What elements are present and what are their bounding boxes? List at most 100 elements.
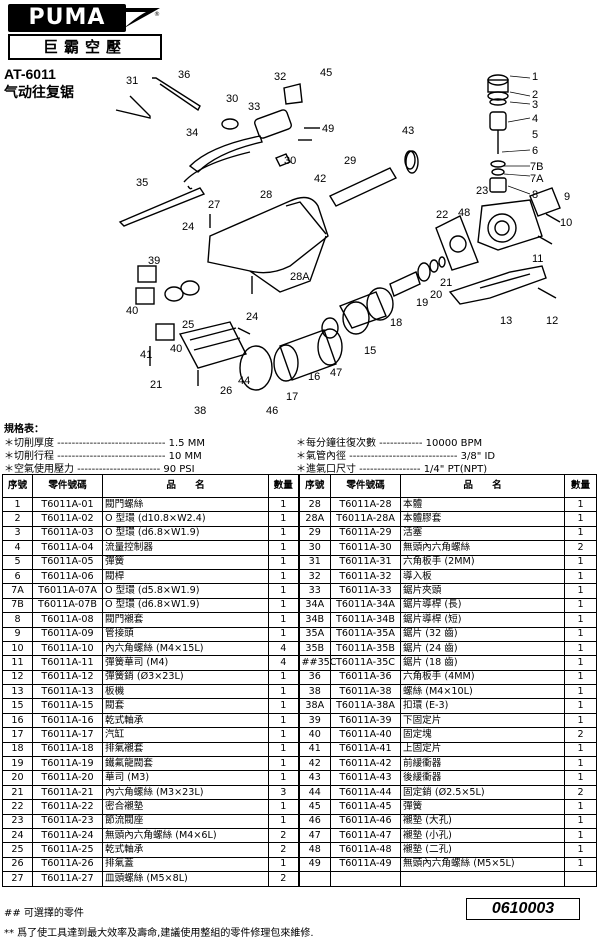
cell-description: 鋸片 (32 齒) (400, 626, 565, 642)
callout-29: 29 (344, 155, 356, 167)
cell-no: 44 (297, 784, 331, 801)
callout-1: 1 (532, 71, 538, 83)
cell-description: 彈簧銷 (Ø3×23L) (102, 669, 269, 686)
cell-qty: 1 (564, 684, 597, 700)
cell-qty: 1 (268, 525, 299, 542)
cell-description: 無頭內六角螺絲 (400, 540, 565, 556)
cell-qty: 1 (564, 655, 597, 671)
cell-no: 29 (297, 525, 331, 542)
cell-part-number: T6011A-41 (330, 741, 401, 758)
cell-no: 25 (2, 842, 33, 858)
callout-20: 20 (430, 289, 442, 301)
col-part-number: 零件號碼 (330, 474, 401, 498)
cell-no (297, 871, 331, 887)
cell-qty: 1 (564, 842, 597, 858)
cell-part-number: T6011A-21 (32, 784, 103, 801)
cell-part-number: T6011A-29 (330, 525, 401, 542)
cell-no: 17 (2, 727, 33, 743)
cell-description: O 型環 (d10.8×W2.4) (102, 511, 269, 527)
cell-qty: 1 (268, 583, 299, 599)
callout-16: 16 (308, 371, 320, 383)
cell-qty: 1 (268, 612, 299, 628)
cell-qty: 3 (268, 784, 299, 801)
cell-part-number: T6011A-12 (32, 669, 103, 686)
col-qty: 數量 (268, 474, 299, 498)
col-part-number: 零件號碼 (32, 474, 103, 498)
cell-qty: 1 (268, 626, 299, 642)
cell-part-number: T6011A-03 (32, 525, 103, 542)
cell-description: 前緩衝器 (400, 756, 565, 772)
cell-description: 上固定片 (400, 741, 565, 758)
cell-no: 10 (2, 640, 33, 657)
cell-no: 49 (297, 856, 331, 873)
cell-part-number: T6011A-40 (330, 727, 401, 743)
cell-part-number: T6011A-35C (330, 655, 401, 671)
cell-no: 30 (297, 540, 331, 556)
cell-part-number: T6011A-20 (32, 770, 103, 786)
callout-40b: 40 (170, 343, 182, 355)
cell-no: 3 (2, 525, 33, 542)
cell-qty: 1 (268, 770, 299, 786)
cell-no: 22 (2, 799, 33, 815)
cell-no: 35B (297, 640, 331, 657)
cell-description: 無頭內六角螺絲 (M4×6L) (102, 827, 269, 844)
callout-11: 11 (532, 253, 543, 265)
cell-description: 扣環 (E-3) (400, 698, 565, 714)
optional-parts-note: ## 可選擇的零件 (4, 908, 84, 919)
cell-part-number: T6011A-49 (330, 856, 401, 873)
callout-27: 27 (208, 199, 220, 211)
col-qty: 數量 (564, 474, 597, 498)
callout-12: 12 (546, 315, 558, 327)
cell-no: 33 (297, 583, 331, 599)
cell-no: 48 (297, 842, 331, 858)
callout-6: 6 (532, 145, 538, 157)
cell-qty: 1 (564, 568, 597, 585)
cell-part-number: T6011A-38 (330, 684, 401, 700)
cell-qty: 1 (564, 612, 597, 628)
callout-45: 45 (320, 67, 332, 79)
cell-qty: 2 (268, 842, 299, 858)
cell-description: 襯墊 (二孔) (400, 842, 565, 858)
cell-part-number: T6011A-38A (330, 698, 401, 714)
cell-qty: 1 (564, 640, 597, 657)
cell-part-number: T6011A-25 (32, 842, 103, 858)
cell-part-number: T6011A-28 (330, 496, 401, 513)
cell-description: 內六角螺絲 (M3×23L) (102, 784, 269, 801)
cell-qty: 1 (268, 698, 299, 714)
cell-qty: 1 (268, 496, 299, 513)
cell-part-number: T6011A-28A (330, 511, 401, 527)
spec-title: 規格表： (4, 424, 44, 435)
cell-qty: 1 (564, 712, 597, 729)
cell-part-number: T6011A-39 (330, 712, 401, 729)
cell-qty: 1 (564, 856, 597, 873)
spec-air-pressure: ＊空氣使用壓力 ----------------------- 90 PSI (4, 464, 195, 475)
callout-22: 22 (436, 209, 448, 221)
cell-description: 本體膠套 (400, 511, 565, 527)
cell-qty: 1 (564, 827, 597, 844)
cell-no: 32 (297, 568, 331, 585)
callout-10: 10 (560, 217, 572, 229)
cell-description: 板機 (102, 684, 269, 700)
cell-part-number: T6011A-30 (330, 540, 401, 556)
cell-description: 乾式軸承 (102, 712, 269, 729)
cell-part-number: T6011A-42 (330, 756, 401, 772)
cell-description: 鋸片 (24 齒) (400, 640, 565, 657)
callout-32: 32 (274, 71, 286, 83)
cell-no: 36 (297, 669, 331, 686)
callout-28A: 28A (290, 271, 310, 283)
cell-description: 六角板手 (2MM) (400, 554, 565, 570)
cell-no: 20 (2, 770, 33, 786)
cell-description: 六角板手 (4MM) (400, 669, 565, 686)
cell-part-number: T6011A-43 (330, 770, 401, 786)
cell-no: 42 (297, 756, 331, 772)
cell-no: 38 (297, 684, 331, 700)
